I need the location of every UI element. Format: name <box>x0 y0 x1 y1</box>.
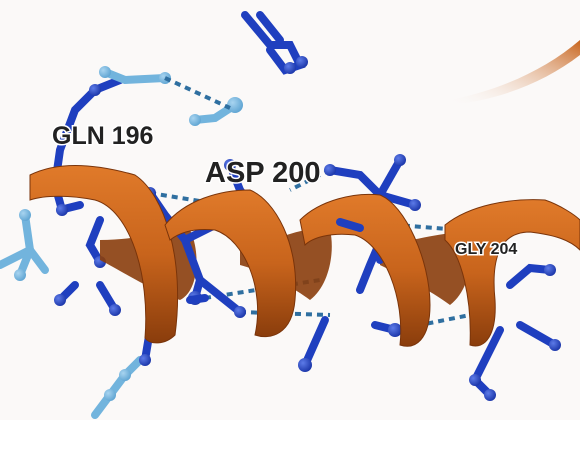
label-gly-204: GLY 204 <box>455 241 517 258</box>
protein-structure-render: GLN 196 ASP 200 GLY 204 <box>0 11 580 419</box>
ligand-fragment-left <box>0 211 49 279</box>
top-ring-sidechain <box>241 11 308 75</box>
label-asp-200: ASP 200 <box>205 157 321 189</box>
front-sidechains <box>186 218 364 304</box>
label-gln-196: GLN 196 <box>52 122 153 150</box>
bottom-margin <box>0 420 580 458</box>
helix-ribbon-front <box>29 165 580 347</box>
ligand-fragment-bottom <box>91 356 144 419</box>
viewer-canvas[interactable]: GLN 196 ASP 200 GLY 204 <box>0 0 580 420</box>
ribbon-tail <box>450 40 580 105</box>
